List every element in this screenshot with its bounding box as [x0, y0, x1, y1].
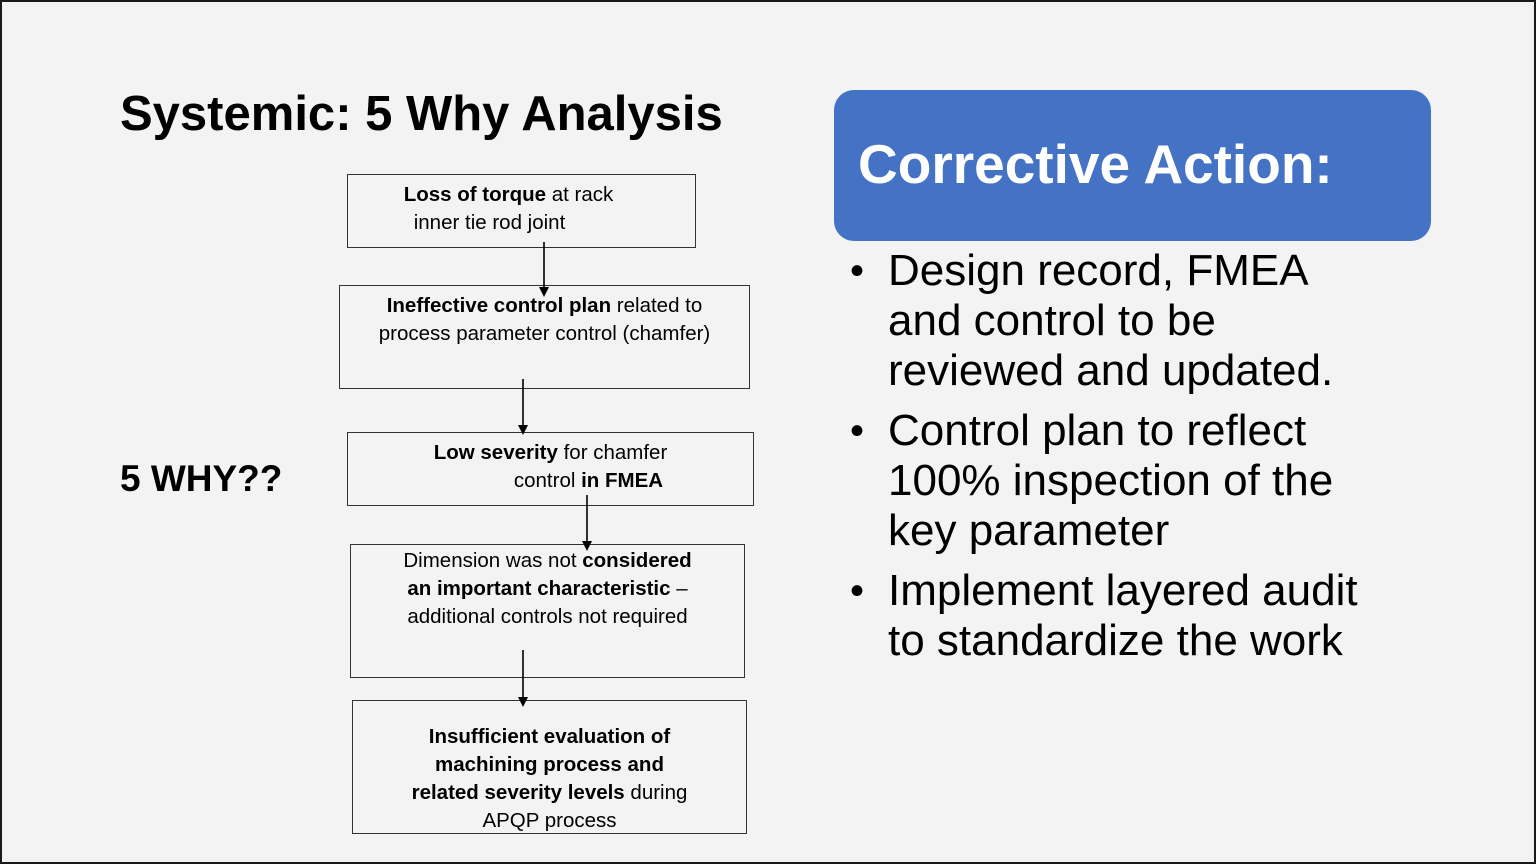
- bullet-line: 100% inspection of the: [888, 456, 1334, 505]
- why-box-2: Ineffective control plan related to proc…: [339, 285, 750, 389]
- bullet-line: reviewed and updated.: [888, 346, 1334, 395]
- why-box-4: Dimension was not considered an importan…: [350, 544, 745, 678]
- bullet-icon: •: [850, 569, 865, 613]
- why-box-2-line-2: process parameter control (chamfer): [378, 322, 711, 345]
- why-box-2-text: related to: [611, 294, 703, 317]
- bullet-line: and control to be: [888, 296, 1216, 345]
- why-box-4-bold-2: an important characteristic: [407, 577, 671, 600]
- bullet-line: to standardize the work: [888, 616, 1343, 665]
- why-box-4-line-1: Dimension was not considered: [351, 547, 744, 575]
- corrective-action-item: • Design record, FMEA and control to be …: [850, 246, 1430, 396]
- why-box-5-bold-3: related severity levels: [411, 781, 625, 804]
- why-box-5-bold-2: machining process and: [435, 753, 664, 776]
- why-box-5-line-4: APQP process: [482, 809, 617, 832]
- why-box-1-line-2: inner tie rod joint: [413, 211, 566, 234]
- why-box-2-bold: Ineffective control plan: [386, 294, 612, 317]
- why-box-3-text-2: control: [513, 469, 582, 492]
- corrective-action-list: • Design record, FMEA and control to be …: [850, 246, 1430, 676]
- bullet-line: Control plan to reflect: [888, 406, 1307, 455]
- why-box-3: Low severity for chamfer control in FMEA: [347, 432, 754, 506]
- bullet-icon: •: [850, 409, 865, 453]
- why-box-3-text: for chamfer: [557, 441, 668, 464]
- why-box-1-bold: Loss of torque: [403, 183, 547, 206]
- why-box-5: Insufficient evaluation of machining pro…: [352, 700, 747, 834]
- why-box-4-bold: considered: [582, 549, 692, 572]
- why-box-3-bold-2: in FMEA: [581, 469, 664, 492]
- why-box-4-text: Dimension was not: [403, 549, 583, 572]
- why-box-1-line-1: Loss of torque at rack: [348, 181, 695, 209]
- why-box-1: Loss of torque at rack inner tie rod joi…: [347, 174, 696, 248]
- why-box-3-line-2: control in FMEA: [348, 467, 753, 495]
- why-box-5-line-3: related severity levels during: [353, 779, 746, 807]
- five-why-label: 5 WHY??: [120, 458, 283, 499]
- corrective-action-header: Corrective Action:: [834, 90, 1431, 241]
- why-box-3-line-1: Low severity for chamfer: [348, 439, 753, 467]
- why-box-4-line-3: additional controls not required: [407, 605, 688, 628]
- why-box-1-text: at rack: [546, 183, 614, 206]
- why-box-4-line-2: an important characteristic –: [351, 575, 744, 603]
- corrective-action-title: Corrective Action:: [858, 133, 1333, 195]
- why-box-2-line-1: Ineffective control plan related to: [340, 292, 749, 320]
- why-box-4-text-2: –: [670, 577, 688, 600]
- corrective-action-item: • Control plan to reflect 100% inspectio…: [850, 406, 1430, 556]
- why-box-3-bold: Low severity: [433, 441, 558, 464]
- why-box-5-line-2: machining process and: [353, 751, 746, 779]
- corrective-action-item: • Implement layered audit to standardize…: [850, 566, 1430, 666]
- bullet-icon: •: [850, 249, 865, 293]
- bullet-line: Implement layered audit: [888, 566, 1358, 615]
- why-box-5-line-1: Insufficient evaluation of: [353, 723, 746, 751]
- bullet-line: Design record, FMEA: [888, 246, 1309, 295]
- why-box-5-bold-1: Insufficient evaluation of: [428, 725, 671, 748]
- why-box-5-text-3: during: [624, 781, 688, 804]
- slide-title: Systemic: 5 Why Analysis: [120, 87, 723, 141]
- bullet-line: key parameter: [888, 506, 1170, 555]
